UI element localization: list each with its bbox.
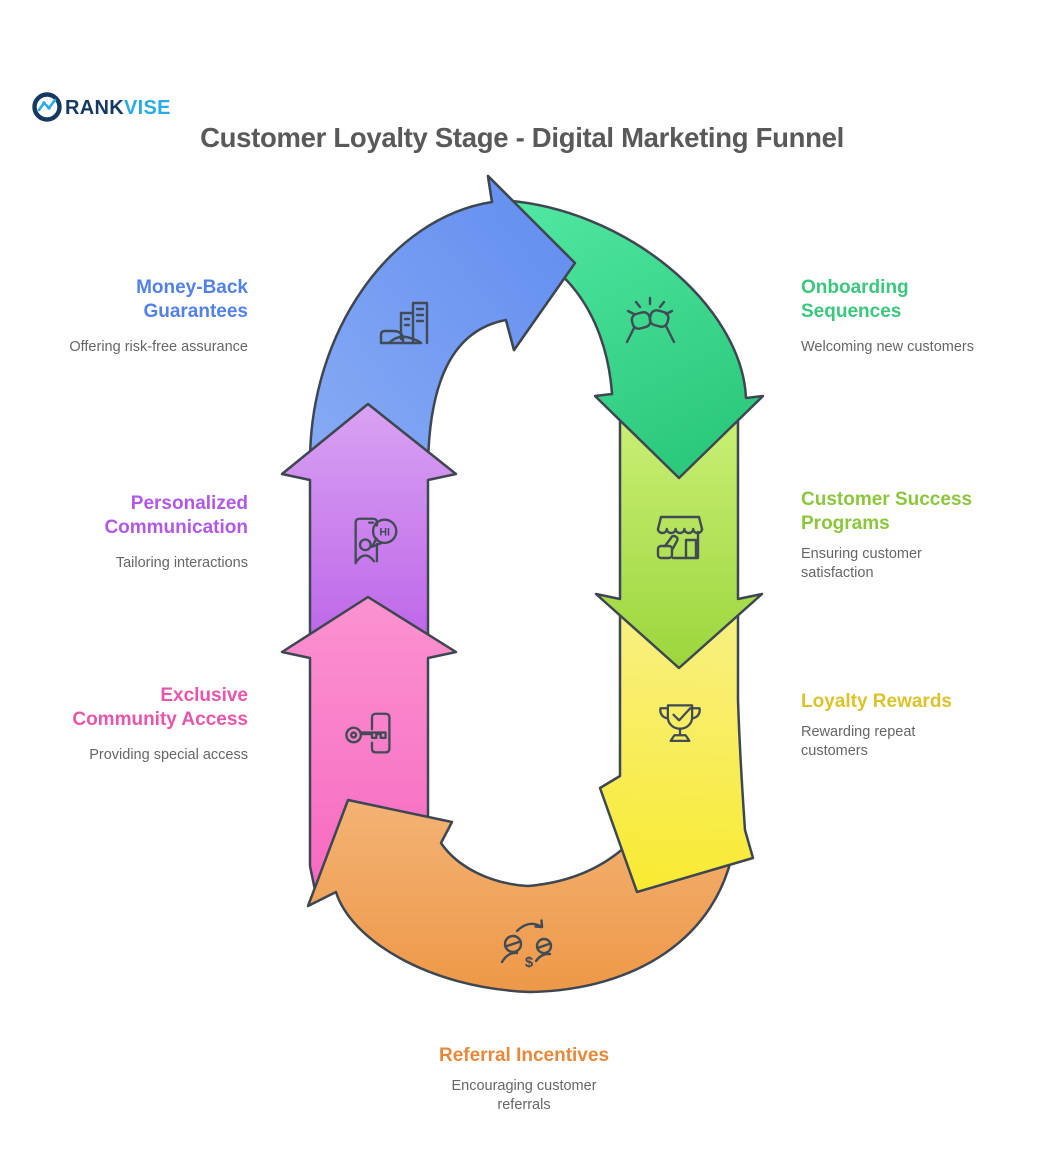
key-card-icon [345, 712, 391, 754]
arrow-money-back-head-outline [486, 174, 577, 352]
storefront-thumbs-up-icon [656, 515, 704, 560]
stage-label-money-back-guarantees: Money-Back Guarantees Offering risk-free… [36, 276, 248, 357]
arrow-loyalty-rewards [598, 603, 755, 894]
stage-label-referral-incentives: Referral Incentives Encouraging customer… [374, 1044, 674, 1114]
stage-label-personalized-communication: Personalized Communication Tailoring int… [36, 492, 248, 573]
stage-label-onboarding-sequences: Onboarding Sequences Welcoming new custo… [801, 276, 1021, 357]
stage-description: Rewarding repeat customers [801, 724, 916, 759]
page-title: Customer Loyalty Stage - Digital Marketi… [200, 122, 844, 153]
hi-bubble-text: HI [379, 527, 390, 539]
stage-heading: Onboarding Sequences [801, 277, 909, 322]
stage-description: Offering risk-free assurance [69, 339, 248, 355]
stage-description: Tailoring interactions [115, 555, 248, 571]
stage-label-exclusive-community-access: Exclusive Community Access Providing spe… [36, 684, 248, 765]
referral-exchange-icon: $ [500, 919, 553, 971]
arrow-money-back-head [488, 176, 575, 350]
arrow-customer-success-programs [594, 408, 764, 670]
stage-heading: Referral Incentives [438, 1045, 610, 1066]
stage-heading: Money-Back Guarantees [136, 277, 248, 322]
stage-description: Ensuring customer satisfaction [801, 546, 922, 581]
rankvise-logo: RANKVISE [32, 92, 171, 122]
logo-mark-icon [32, 92, 62, 122]
stage-description: Encouraging customer referrals [451, 1078, 597, 1113]
stage-heading: Exclusive Community Access [72, 685, 248, 730]
stage-label-customer-success-programs: Customer Success Programs Ensuring custo… [801, 488, 1021, 582]
hand-buildings-icon [379, 301, 429, 345]
arrow-referral-incentives [306, 768, 736, 994]
stage-heading: Personalized Communication [104, 493, 248, 538]
stage-heading: Loyalty Rewards [801, 691, 952, 712]
stage-label-loyalty-rewards: Loyalty Rewards Rewarding repeat custome… [801, 690, 1021, 760]
phone-hi-icon: HI [354, 517, 398, 565]
stage-heading: Customer Success Programs [801, 489, 973, 534]
stage-description: Welcoming new customers [801, 339, 974, 355]
logo-text: RANKVISE [65, 97, 171, 119]
high-five-icon [625, 296, 676, 344]
dollar-text: $ [525, 954, 534, 971]
trophy-check-icon [659, 704, 701, 742]
stage-description: Providing special access [89, 747, 248, 763]
